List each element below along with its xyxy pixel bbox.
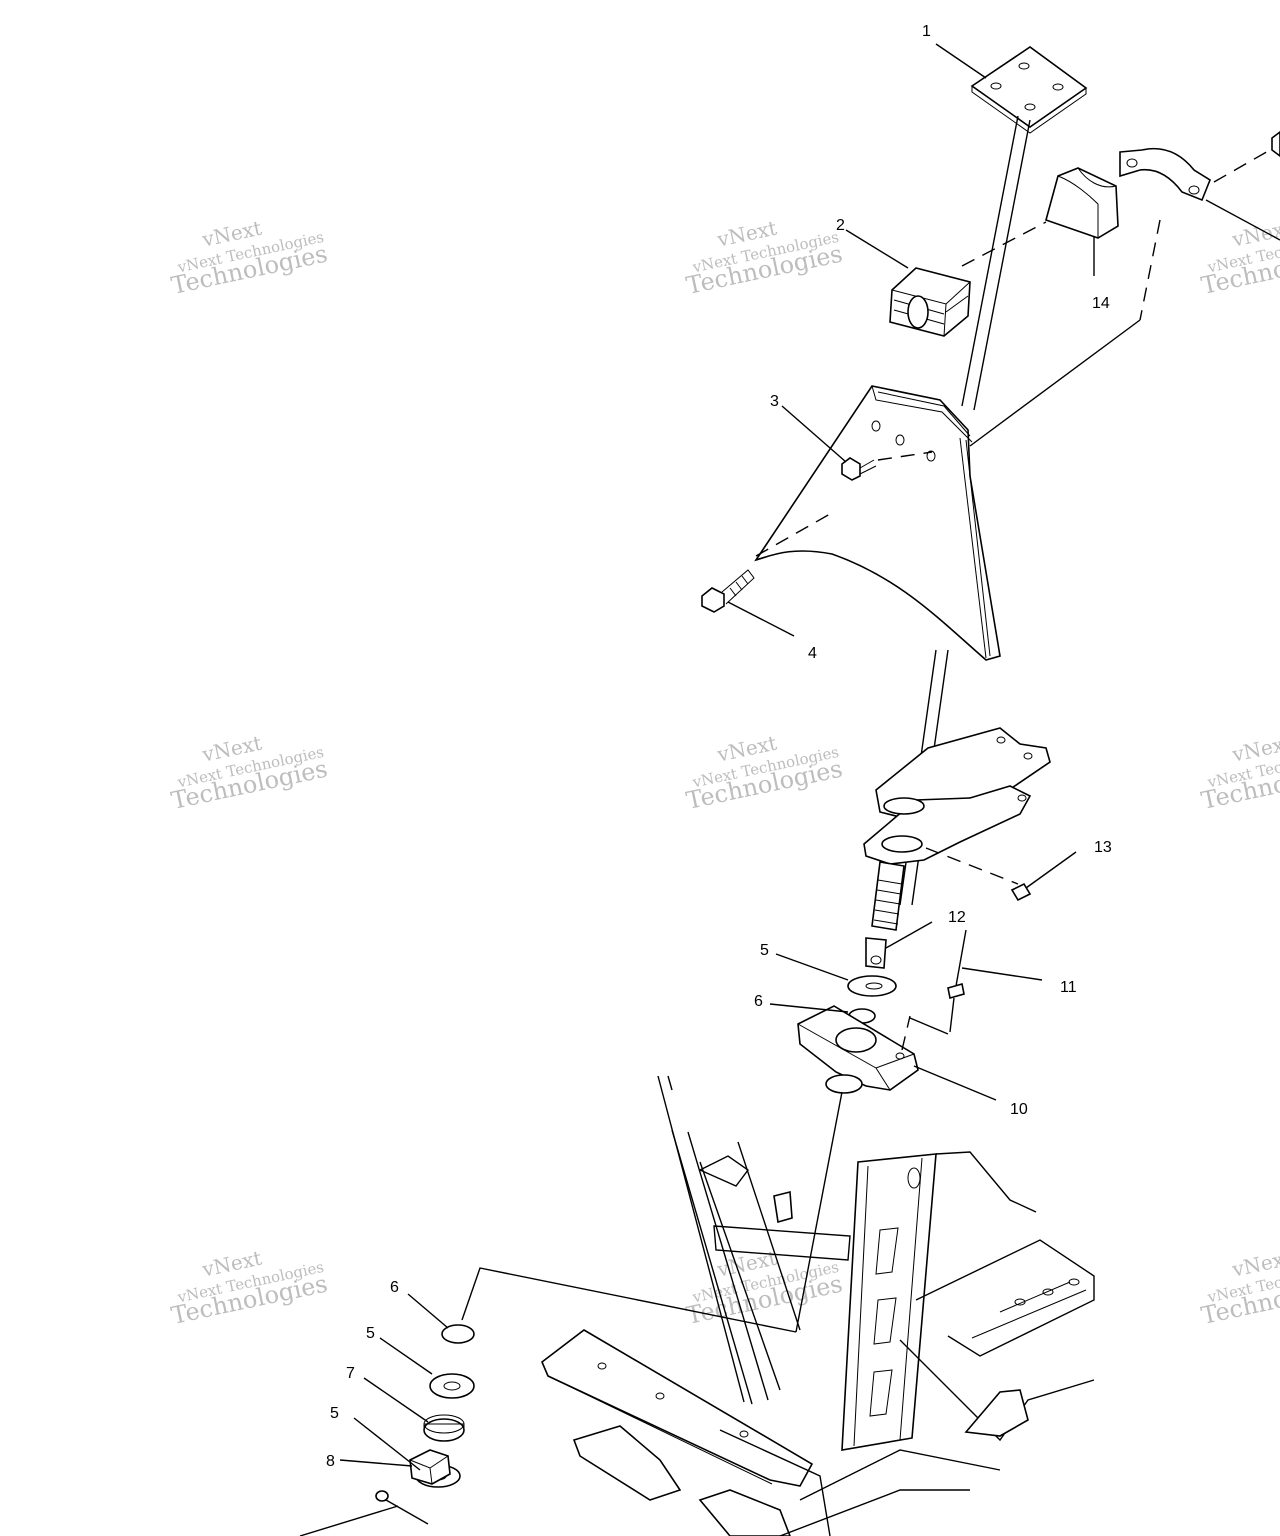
callout-2: 2 [836,217,845,234]
callout-numbers: 1 2 3 4 5 6 10 11 12 13 14 6 5 7 5 8 [326,23,1112,1470]
watermark: vNext vNext Technologies Technologies [684,731,845,815]
spacer-part-7 [423,1414,465,1442]
bolt-part-4 [701,513,831,613]
lower-steering-shaft [865,861,905,969]
watermark: vNext vNext Technologies Technologies [169,216,330,300]
callout-5-lower-b: 5 [330,1405,339,1422]
callout-6-upper: 6 [754,993,763,1010]
callout-5-upper: 5 [760,942,769,959]
castle-nut-part-8 [409,1449,451,1485]
watermark: vNext vNext Technologies Technologies [1199,1246,1280,1330]
o-ring-part-6-lower [441,1324,475,1344]
watermark: vNext vNext Technologies Technologies [169,1246,330,1330]
callout-6-lower: 6 [390,1279,399,1296]
shield-panel [754,385,1001,661]
watermark-group: vNext vNext Technologies Technologies vN… [169,216,1280,1330]
cotter-pin-bottom [299,1490,429,1536]
steering-block-part-10 [797,1005,949,1094]
assembly-leader-lines [461,1091,843,1333]
callout-7: 7 [346,1365,355,1382]
screw-part-3 [841,451,933,481]
callout-4: 4 [808,645,817,662]
washer-part-5-upper [847,975,897,997]
cotter-pin-part-11 [947,929,967,1033]
watermark: vNext vNext Technologies Technologies [684,1246,845,1330]
watermark: vNext vNext Technologies Technologies [169,731,330,815]
callout-8: 8 [326,1453,335,1470]
callout-5-lower-a: 5 [366,1325,375,1342]
callout-1: 1 [922,23,931,40]
screw-part-13 [1010,882,1032,902]
watermark: vNext vNext Technologies Technologies [1199,216,1280,300]
callout-12: 12 [948,909,966,926]
column-mount-bracket [863,727,1051,885]
vehicle-frame [541,1075,1095,1536]
bushing-part-2 [889,221,1047,337]
washer-part-5-lower-a [429,1373,475,1399]
bushing-part-14 [1045,167,1119,276]
callout-3: 3 [770,393,779,410]
watermark: vNext vNext Technologies Technologies [684,216,845,300]
callout-leaders [339,43,1077,1471]
clamp-strap [969,131,1280,447]
callout-10: 10 [1010,1101,1028,1118]
callout-14: 14 [1092,295,1110,312]
watermark: vNext vNext Technologies Technologies [1199,731,1280,815]
callout-11: 11 [1060,979,1077,996]
callout-13: 13 [1094,839,1112,856]
